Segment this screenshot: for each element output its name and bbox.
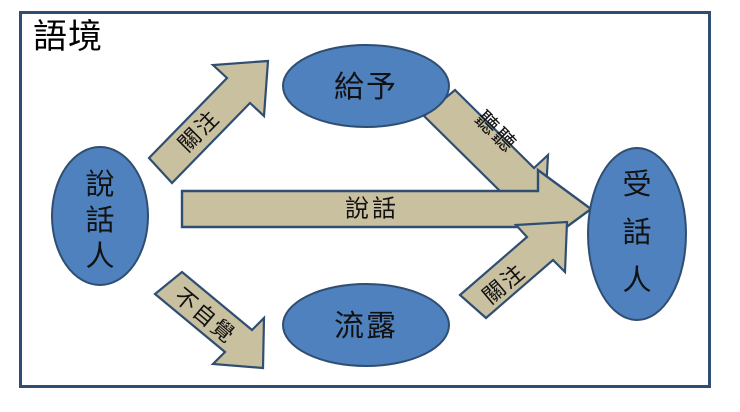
node-label-receiver-char-2: 人 xyxy=(622,263,651,297)
arrow-label-speaker-to-receiver: 說話 xyxy=(345,195,399,223)
page-title: 語境 xyxy=(33,17,103,57)
arrow-speaker-to-give[interactable]: 關注 xyxy=(147,59,270,185)
node-give[interactable]: 給予 xyxy=(282,44,450,128)
node-shape xyxy=(282,283,450,367)
arrow-shape xyxy=(147,59,270,185)
node-shape xyxy=(51,146,149,286)
node-label-speaker-char-0: 說 xyxy=(85,167,114,201)
node-speaker[interactable]: 說 話 人 xyxy=(51,146,149,286)
arrow-speaker-to-reveal[interactable]: 不自覺 xyxy=(153,270,266,370)
arrow-reveal-to-receiver[interactable]: 關注 xyxy=(458,220,569,320)
node-receiver[interactable]: 受 話 人 xyxy=(587,147,687,321)
node-label-reveal: 流露 xyxy=(334,309,398,344)
node-shape xyxy=(587,147,687,321)
arrow-shape xyxy=(458,220,569,320)
node-label-speaker-char-2: 人 xyxy=(85,239,114,273)
node-label-speaker-char-1: 話 xyxy=(85,203,114,237)
node-label-give: 給予 xyxy=(334,70,398,105)
arrow-shape xyxy=(153,270,266,370)
node-shape xyxy=(282,44,450,128)
node-label-receiver-char-1: 話 xyxy=(622,215,651,249)
node-label-receiver-char-0: 受 xyxy=(622,167,651,201)
node-reveal[interactable]: 流露 xyxy=(282,283,450,367)
